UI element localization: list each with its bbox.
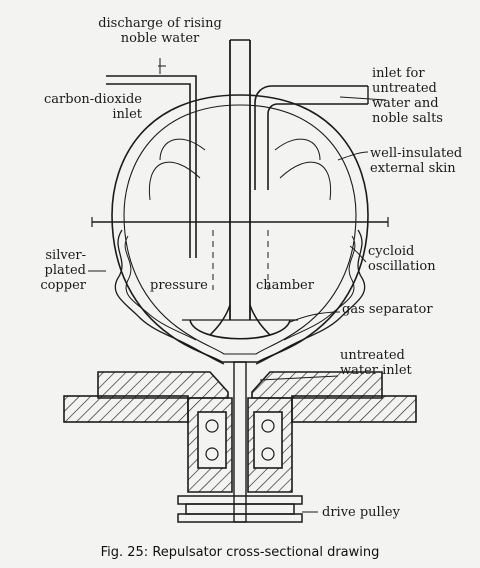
- drive-shaft: [233, 361, 247, 523]
- label-discharge: discharge of rising noble water: [98, 16, 222, 46]
- label-chamber: chamber: [256, 278, 314, 293]
- label-pressure: pressure: [150, 278, 208, 293]
- label-silver-plated-copper: silver- plated copper: [40, 248, 86, 293]
- inlet-pipe: [254, 85, 368, 190]
- co2-pipe: [106, 75, 197, 258]
- label-gas-separator: gas separator: [342, 302, 433, 317]
- base-flange-left: [63, 395, 189, 423]
- label-external-skin: well-insulated external skin: [370, 146, 463, 176]
- label-inlet-untreated: inlet for untreated water and noble salt…: [372, 66, 443, 126]
- inner-skin: [123, 104, 357, 355]
- support-plate: [97, 371, 229, 399]
- figure-caption: Fig. 25: Repulsator cross-sectional draw…: [100, 545, 380, 560]
- label-cycloid-oscillation: cycloid oscillation: [368, 244, 436, 274]
- outer-skin: [111, 94, 369, 363]
- drive-pulley: [177, 495, 303, 523]
- label-co2-inlet: carbon-dioxide inlet: [44, 92, 142, 122]
- gas-separator: [189, 319, 291, 340]
- label-drive-pulley: drive pulley: [322, 505, 400, 520]
- bearing-ball: [205, 419, 219, 433]
- wavy-lining: [114, 229, 225, 365]
- label-untreated-water-inlet: untreated water inlet: [340, 348, 412, 378]
